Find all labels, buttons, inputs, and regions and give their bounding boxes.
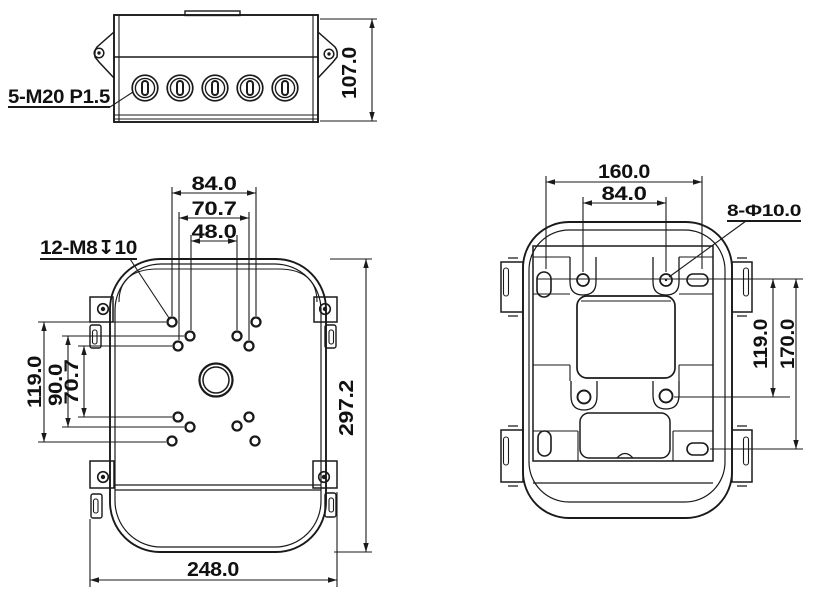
back-body-inner: [528, 229, 726, 503]
dim-70-7-top: 70.7: [178, 199, 250, 340]
dim-119-left-text: 119.0: [25, 356, 46, 408]
reference-lines: [537, 278, 803, 450]
dim-107: 107.0: [320, 18, 377, 122]
dim-160-text: 160.0: [598, 162, 650, 183]
front-body-outer: [109, 258, 327, 553]
top-view-lid-bump: [184, 10, 241, 17]
dim-170-text: 170.0: [778, 319, 799, 369]
lower-recess: [579, 412, 671, 459]
m8-thread-label: 12-M8↧10: [40, 238, 137, 259]
tab-screw: [317, 470, 331, 484]
dim-107-text: 107.0: [339, 47, 361, 99]
tab-screw: [96, 302, 110, 316]
back-view: 160.0 84.0 8-Φ10.0 119.0 170.0: [500, 162, 803, 519]
phi10-hole-label: 8-Φ10.0: [727, 201, 801, 220]
dim-70-7-left: 70.7: [62, 345, 172, 418]
dim-170: 170.0: [778, 279, 799, 449]
front-side-clips: [89, 324, 337, 519]
top-view: 5-M20 P1.5 107.0: [8, 10, 377, 123]
panel-steps: [533, 256, 713, 461]
dim-84-back: 84.0: [582, 184, 667, 272]
dim-297-2: 297.2: [330, 258, 372, 553]
dim-48-text: 48.0: [192, 222, 237, 243]
dim-84-front: 84.0: [171, 174, 257, 316]
center-recess: [576, 295, 676, 379]
center-cable-hole: [198, 362, 234, 398]
dim-160: 160.0: [545, 162, 703, 269]
dim-119-back: 119.0: [751, 279, 776, 397]
dim-297-2-text: 297.2: [336, 380, 358, 436]
front-cover-seam: [115, 484, 321, 491]
m8-leader-line: [129, 258, 170, 319]
lower-recess-notch: [616, 452, 634, 459]
phi10-holes: [576, 273, 674, 405]
left-ear: [93, 31, 115, 79]
dim-90-text: 90.0: [46, 364, 67, 406]
m8-threaded-holes: [166, 316, 262, 447]
tab-screw: [318, 302, 332, 316]
dim-90: 90.0: [46, 335, 184, 428]
front-view: 12-M8↧10 84.0 70.7 48.0 119.0: [25, 174, 372, 587]
cable-gland-knockouts: [131, 74, 299, 102]
top-hole-tabs: [569, 257, 680, 296]
lower-hole-tabs: [570, 381, 680, 411]
mounting-slots: [536, 271, 709, 457]
dim-84-front-text: 84.0: [192, 174, 237, 195]
back-body-outer: [522, 221, 733, 519]
dim-84-back-text: 84.0: [602, 184, 647, 205]
dim-48: 48.0: [190, 222, 238, 330]
tab-screw: [96, 470, 110, 484]
dim-70-7-left-text: 70.7: [62, 360, 83, 405]
phi10-leader-line: [668, 220, 747, 278]
dim-248: 248.0: [89, 492, 338, 587]
dim-248-text: 248.0: [187, 559, 239, 581]
dim-70-7-top-text: 70.7: [192, 199, 237, 220]
gland-leader-line: [109, 91, 134, 108]
top-view-body: [113, 14, 319, 123]
front-body-inner: [114, 263, 322, 548]
dim-119-left: 119.0: [25, 321, 166, 443]
dim-119-back-text: 119.0: [751, 319, 772, 369]
mounting-panel: [532, 245, 714, 462]
gland-thread-label: 5-M20 P1.5: [8, 87, 111, 108]
right-ear: [317, 31, 338, 79]
back-side-clips: [500, 257, 753, 487]
